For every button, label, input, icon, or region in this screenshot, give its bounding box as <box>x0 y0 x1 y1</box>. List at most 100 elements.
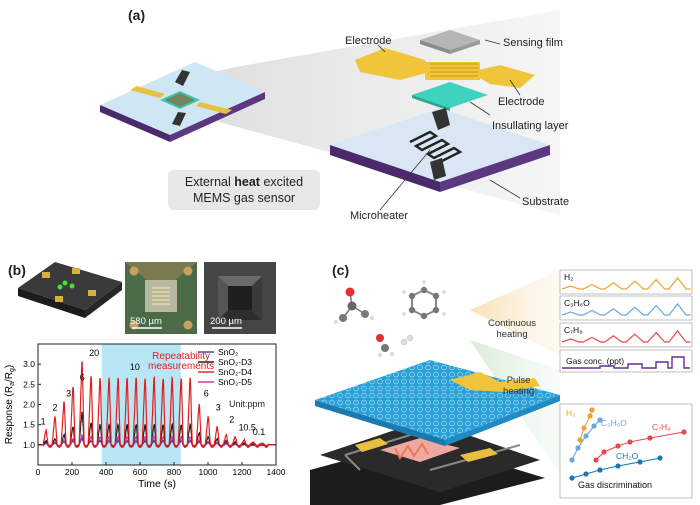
legend-entry: SnO₂-D3 <box>218 357 252 367</box>
pulse-line1: Pulse <box>506 375 531 386</box>
mini-plot-line <box>561 276 691 290</box>
label-sensing-film: Sensing film <box>503 37 563 49</box>
caption-bold: heat <box>234 175 260 189</box>
x-tick-label: 1200 <box>233 467 252 477</box>
scale-label-580: 580 µm <box>130 316 162 327</box>
molecule-acetone <box>333 287 375 325</box>
scatter-point <box>587 413 593 419</box>
scatter-point <box>569 457 575 463</box>
scatter-point <box>583 471 589 477</box>
caption-pre: External <box>184 175 235 189</box>
concentration-label: 1 <box>239 423 244 433</box>
label-microheater: Microheater <box>350 210 409 222</box>
scatter-point <box>581 425 587 431</box>
leader-lines <box>377 39 521 211</box>
scatter-point <box>583 433 589 439</box>
molecule-h2 <box>400 334 414 346</box>
scatter-point <box>601 449 607 455</box>
scatter-point <box>597 467 603 473</box>
scatter-label-acetone: C₃H₆O <box>601 418 627 428</box>
mini-label-toluene: C₇H₈ <box>564 325 583 335</box>
repeat-line1: Repeatability <box>152 351 210 362</box>
y-tick-label: 2.0 <box>23 400 35 410</box>
gas-conc-plot <box>559 349 693 373</box>
x-tick-label: 1000 <box>199 467 218 477</box>
optical-micrograph <box>125 262 197 334</box>
gas-conc-line <box>562 356 690 369</box>
x-tick-label: 1400 <box>267 467 286 477</box>
label-substrate: Substrate <box>522 196 570 208</box>
microheater-trace <box>409 130 463 164</box>
scatter-point <box>615 443 621 449</box>
molecule-formaldehyde <box>376 334 395 358</box>
scale-label-200: 200 µm <box>210 316 242 327</box>
panel-b-tag: (b) <box>8 262 26 278</box>
label-electrode-top: Electrode <box>345 35 392 47</box>
x-axis-label: Time (s) <box>138 478 176 490</box>
scatter-point <box>591 423 597 429</box>
x-tick-label: 800 <box>167 467 181 477</box>
legend-entry: SnO₂ <box>218 347 238 357</box>
electrode-layer <box>355 48 535 88</box>
y-axis-label: Response (Ra/Rg) <box>4 365 16 445</box>
scatter-point <box>637 459 643 465</box>
scatter-label-ch2o: CH₂O <box>616 451 639 461</box>
scatter-point <box>657 455 663 461</box>
repeat-line2: measurements <box>148 361 215 372</box>
concentration-label: 20 <box>89 348 99 358</box>
x-tick-label: 600 <box>133 467 147 477</box>
mini-label-h2: H₂ <box>564 272 574 282</box>
unit-label: Unit:ppm <box>229 399 266 409</box>
concentration-label: 3 <box>216 403 221 413</box>
concentration-label: 3 <box>66 388 71 398</box>
mini-plot-frame <box>559 295 693 321</box>
y-tick-label: 3.0 <box>23 359 35 369</box>
gas-discrimination-plot <box>559 403 693 499</box>
scatter-point <box>593 457 599 463</box>
panel-c-tag: (c) <box>332 262 350 278</box>
y-tick-label: 1.0 <box>23 440 35 450</box>
mini-plot-line <box>561 329 691 343</box>
caption-post: excited <box>259 175 304 189</box>
concentration-label: 6 <box>204 388 209 398</box>
x-tick-label: 200 <box>65 467 79 477</box>
scatter-point <box>615 463 621 469</box>
concentration-label: 2 <box>52 403 57 413</box>
scatter-point <box>647 435 653 441</box>
y-tick-label: 1.5 <box>23 420 35 430</box>
scatter-point <box>569 475 575 481</box>
sem-image <box>204 262 276 334</box>
concentration-label: 0.1 <box>253 427 266 437</box>
scatter-fit-line <box>579 409 593 441</box>
small-chip <box>100 62 265 142</box>
concentration-label: 6 <box>80 372 85 382</box>
scatter-point <box>589 407 595 413</box>
insulating-layer <box>412 82 488 111</box>
scatter-label-toluene: C₇H₈ <box>652 422 671 432</box>
sensing-film <box>420 30 480 54</box>
pulse-line2: heating <box>503 386 535 397</box>
mini-plot-line <box>561 302 691 316</box>
y-tick-label: 2.5 <box>23 379 35 389</box>
scatter-label-h2: H₂ <box>566 408 576 418</box>
label-electrode-right: Electrode <box>498 96 545 108</box>
legend-entry: SnO₂-D4 <box>218 367 252 377</box>
substrate <box>330 108 550 192</box>
mini-plot-frame <box>559 322 693 348</box>
scatter-point <box>577 437 583 443</box>
graphene-device <box>310 360 560 505</box>
concentration-label: 2 <box>229 415 234 425</box>
panel-b-images <box>18 262 276 334</box>
legend-entry: SnO₂-D5 <box>218 377 252 387</box>
mini-plot-frame <box>559 269 693 295</box>
x-tick-label: 0 <box>36 467 41 477</box>
gas-conc-label: Gas conc. (ppt) <box>566 356 625 366</box>
gas-discrimination-label: Gas discrimination <box>578 480 653 490</box>
cont-line2: heating <box>496 329 528 340</box>
scatter-point <box>597 417 603 423</box>
